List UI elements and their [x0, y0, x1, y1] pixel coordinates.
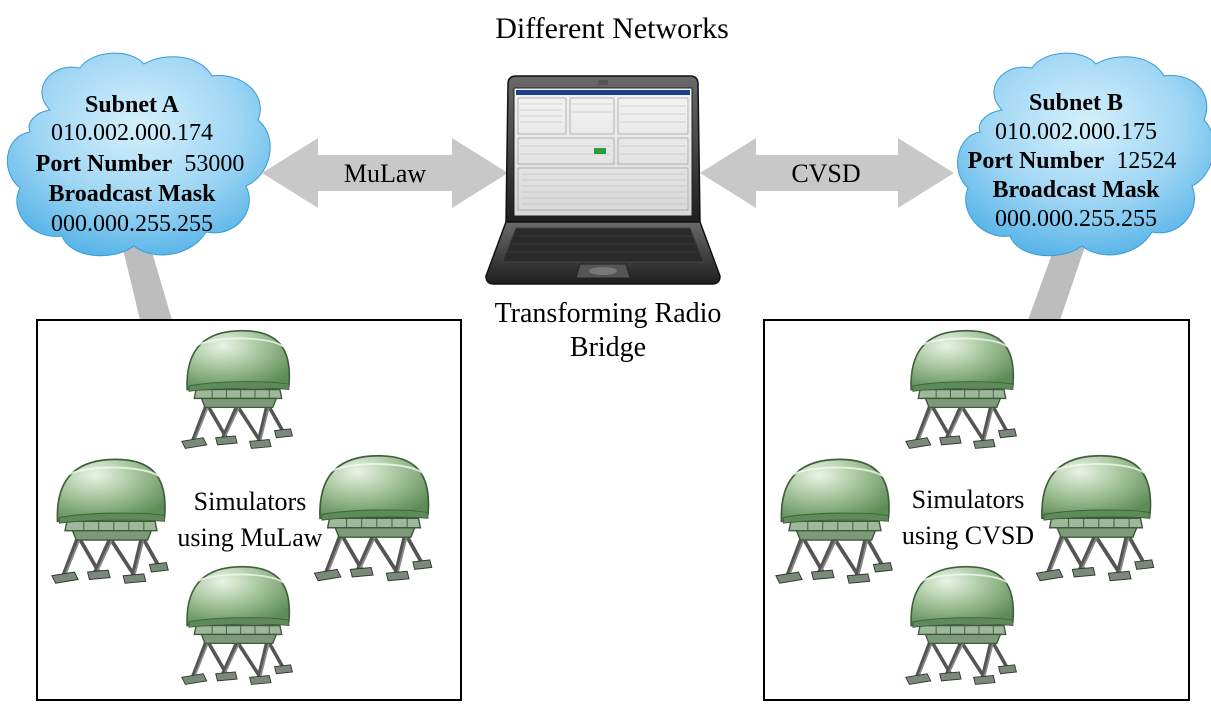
subnet-b-port-label: Port Number — [968, 148, 1105, 174]
subnet-a-mask-value: 000.000.255.255 — [51, 211, 213, 237]
subnet-b-info: Subnet B 010.002.000.175 Port Number 125… — [968, 90, 1177, 232]
group-right-line2: using CVSD — [902, 521, 1034, 550]
subnet-a-info: Subnet A 010.002.000.174 Port Number 530… — [36, 92, 245, 237]
subnet-a-port-value: 53000 — [184, 151, 244, 177]
laptop-icon — [485, 75, 721, 285]
subnet-b-name: Subnet B — [1029, 90, 1123, 116]
group-left-line2: using MuLaw — [177, 523, 322, 552]
subnet-b-address: 010.002.000.175 — [995, 119, 1157, 145]
double-arrow-icon — [700, 138, 954, 208]
link-left — [122, 245, 172, 320]
arrow-right-label: CVSD — [791, 159, 860, 188]
bridge-caption-line2: Bridge — [570, 332, 646, 363]
subnet-a-mask-label: Broadcast Mask — [49, 181, 217, 207]
subnet-a-address: 010.002.000.174 — [51, 120, 213, 146]
arrow-left-label: MuLaw — [344, 159, 427, 188]
subnet-b-port: Port Number 12524 — [968, 148, 1177, 174]
cloud-icon — [6, 52, 271, 257]
bridge-caption-line1: Transforming Radio — [495, 298, 722, 329]
cloud-icon — [957, 52, 1211, 257]
group-right-line1: Simulators — [912, 485, 1025, 514]
subnet-a-port: Port Number 53000 — [36, 151, 245, 177]
subnet-a-name: Subnet A — [85, 92, 180, 118]
subnet-b-mask-value: 000.000.255.255 — [995, 206, 1157, 232]
subnet-a-port-label: Port Number — [36, 151, 173, 177]
diagram-title: Different Networks — [495, 12, 729, 45]
link-right — [1028, 232, 1090, 320]
double-arrow-icon — [262, 138, 508, 208]
group-left-line1: Simulators — [194, 487, 307, 516]
subnet-b-port-value: 12524 — [1116, 148, 1176, 174]
subnet-b-mask-label: Broadcast Mask — [993, 177, 1161, 203]
